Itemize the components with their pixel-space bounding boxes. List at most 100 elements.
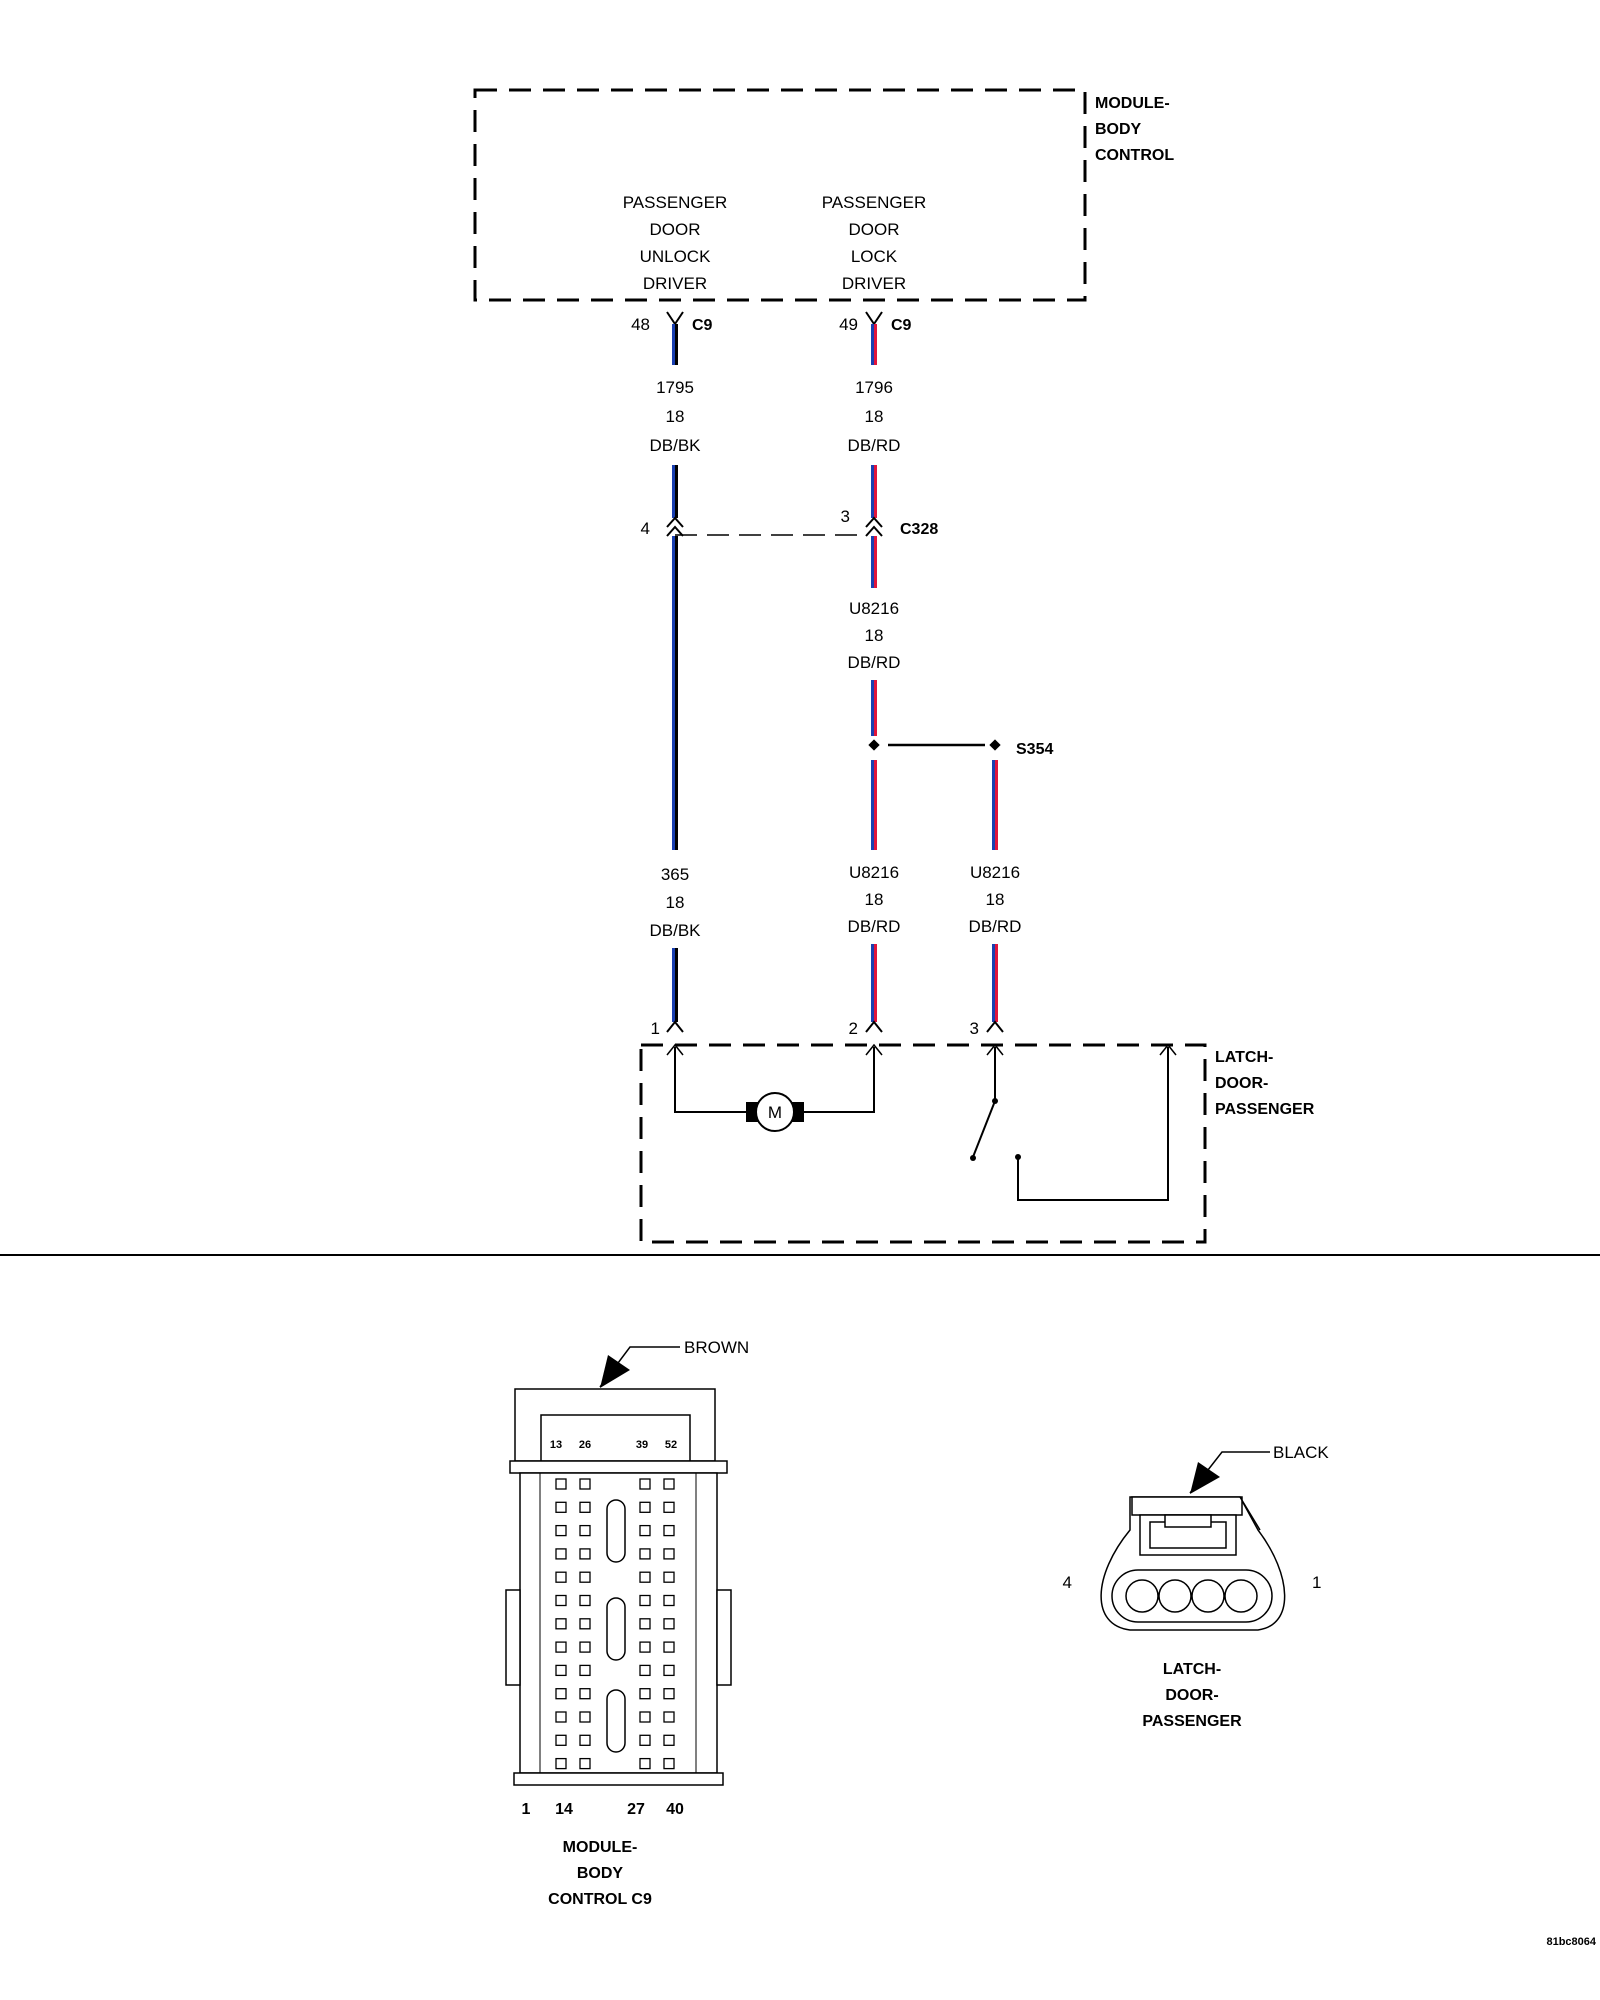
c9-base [513,1772,724,1786]
splice-node-left [868,739,880,751]
c9-pin-cavity [663,1757,675,1770]
c9-pin48-symbol [666,311,684,326]
motor-wire-right [802,1047,875,1113]
wire-1795-bottom [672,465,678,518]
c9-pin-cavity [579,1501,591,1513]
latch-cavity-2 [1191,1579,1225,1613]
wire-u8216-c328-top [871,536,877,588]
splice-label: S354 [1016,741,1053,758]
c9-pin-cavity [555,1711,567,1723]
brown-arrow-icon [600,1355,630,1388]
c9-pin-cavity [663,1501,675,1513]
c9-pin-cavity [639,1711,651,1723]
c9-pin-cavity [639,1757,651,1770]
c9-pin-cavity [579,1524,591,1537]
c9-top-pin-13: 13 [550,1439,562,1451]
unlock-label-4: DRIVER [643,274,707,293]
motor-label: M [768,1103,782,1122]
splice-node-right [989,739,1001,751]
c9-pin-cavity [663,1571,675,1583]
c9-pin-cavity [639,1594,651,1607]
c9-pin-cavity [579,1548,591,1560]
wire-u8216-c-circuit: U8216 [970,863,1020,882]
latch-pin2-symbol [865,1020,883,1033]
wire-u8216-a-color: DB/RD [848,653,901,672]
c9-pin-cavity [579,1478,591,1490]
wire-u8216-c328-bottom [871,680,877,736]
latch-connector-top [1131,1496,1243,1516]
wire-1795-circuit: 1795 [656,378,694,397]
c9-caption-3: CONTROL C9 [548,1891,652,1908]
switch-tip [970,1155,976,1161]
motor-icon [755,1092,795,1132]
latch-internal-pin2 [865,1043,883,1056]
c9-label-right: C9 [891,317,912,334]
c9-pin-cavity [579,1594,591,1607]
wire-u8216-b-circuit: U8216 [849,863,899,882]
c9-pin49-label: 49 [839,315,858,334]
wire-u8216-latch3-top [992,760,998,850]
latch-outline [639,1043,1207,1244]
lock-label-4: DRIVER [842,274,906,293]
c9-top-pin-26: 26 [579,1439,591,1451]
c9-right-latch [716,1589,732,1686]
latch-title-3: PASSENGER [1215,1101,1315,1118]
latch-pin2-label: 2 [849,1019,858,1038]
latch-view-pin1: 1 [1312,1573,1321,1592]
c328-pin4-symbol [666,516,684,537]
wire-1796-bottom [871,465,877,518]
c9-pin-cavity [555,1594,567,1607]
wire-u8216-latch3-bottom [992,944,998,1022]
unlock-label-2: DOOR [650,220,701,239]
c9-pin-cavity [579,1757,591,1770]
c9-pin-cavity [639,1734,651,1746]
c9-top-inner [540,1414,691,1462]
c9-pin-cavity [579,1641,591,1653]
latch-pin1-symbol [666,1020,684,1033]
latch-caption-1: LATCH- [1163,1661,1221,1678]
c328-pin3-symbol [865,516,883,537]
wire-u8216-b-color: DB/RD [848,917,901,936]
c9-key-2 [606,1597,626,1661]
brown-label: BROWN [684,1338,749,1357]
c9-pin-cavity [555,1501,567,1513]
c9-pin-cavity [639,1548,651,1560]
c9-pin-cavity [555,1571,567,1583]
c9-pin-cavity [663,1594,675,1607]
switch-wire-out [1017,1047,1169,1201]
wire-1796-top [871,324,877,365]
c9-pin-cavity [579,1711,591,1723]
bcm-title-3: CONTROL [1095,147,1174,164]
latch-internal-pin3 [986,1043,1004,1056]
wire-u8216-a-circuit: U8216 [849,599,899,618]
wire-u8216-a-gauge: 18 [865,626,884,645]
wire-365-circuit: 365 [661,865,689,884]
wire-1796-gauge: 18 [865,407,884,426]
wire-365-gauge: 18 [666,893,685,912]
c9-pin-cavity [579,1688,591,1700]
c9-pin-cavity [579,1571,591,1583]
c9-pin-cavity [639,1501,651,1513]
c328-pin4-label: 4 [641,519,650,538]
lock-label-2: DOOR [849,220,900,239]
latch-pin3-symbol [986,1020,1004,1033]
c9-pin-cavity [555,1524,567,1537]
c9-pin-cavity [663,1618,675,1630]
latch-cavity-3 [1158,1579,1192,1613]
wire-1796-color: DB/RD [848,436,901,455]
c9-pin-cavity [663,1664,675,1677]
wire-365-top [672,536,678,850]
latch-title-2: DOOR- [1215,1075,1268,1092]
c9-pin-cavity [663,1524,675,1537]
c9-pin-cavity [579,1664,591,1677]
c9-pin-cavity [555,1641,567,1653]
c9-key-3 [606,1689,626,1753]
wire-u8216-latch2-bottom [871,944,877,1022]
latch-title-1: LATCH- [1215,1049,1273,1066]
motor-brush-right [792,1102,804,1122]
c9-pin-cavity [555,1757,567,1770]
wire-u8216-c-gauge: 18 [986,890,1005,909]
latch-connector-tab [1164,1514,1212,1528]
lock-label-3: LOCK [851,247,898,266]
latch-pin1-label: 1 [651,1019,660,1038]
